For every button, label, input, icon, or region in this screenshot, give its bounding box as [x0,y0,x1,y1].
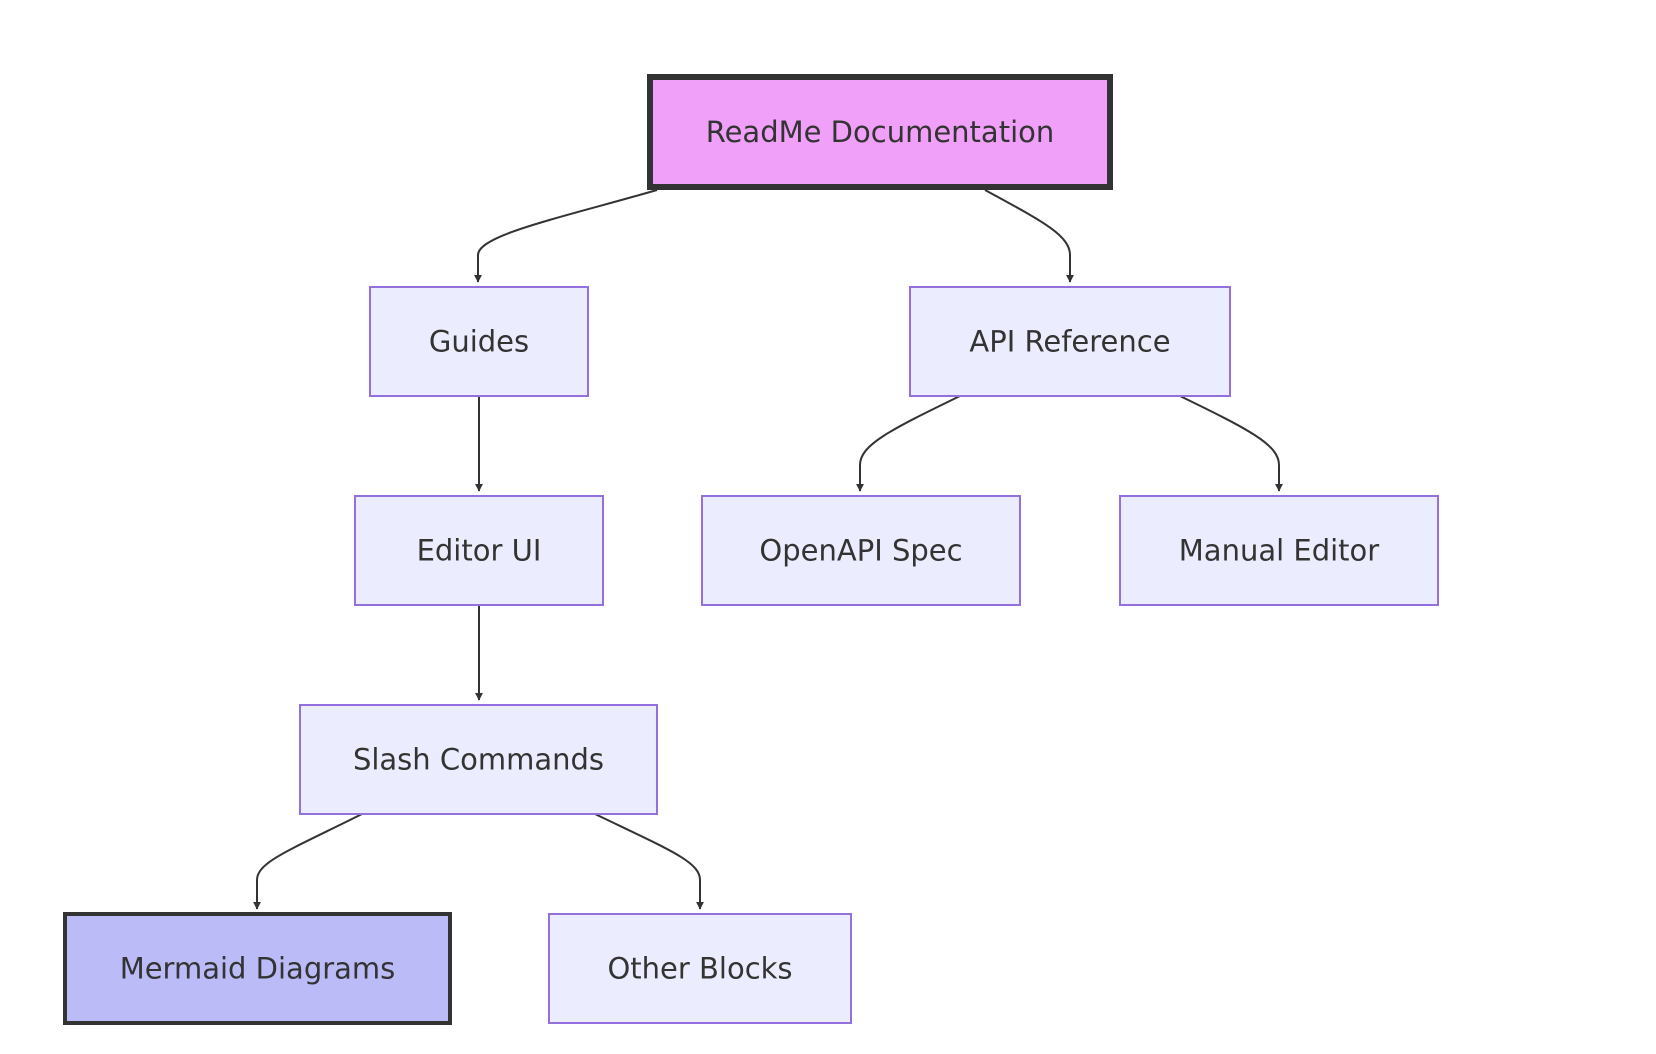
node-box-editor [354,495,604,606]
node-label-manual: Manual Editor [1179,534,1380,568]
edge-slash-to-mermaid [253,813,363,910]
node-label-readme: ReadMe Documentation [706,115,1055,149]
node-slash: Slash Commands [299,704,658,815]
node-label-slash: Slash Commands [353,743,604,777]
node-label-openapi: OpenAPI Spec [759,534,962,568]
node-label-mermaid: Mermaid Diagrams [120,952,396,986]
edges-layer [253,189,1283,910]
edge-api-to-openapi [856,395,961,492]
edge-readme-to-guides [474,189,658,283]
node-api: API Reference [909,286,1231,397]
edge-slash-to-other [594,813,704,910]
node-label-other: Other Blocks [607,952,792,986]
node-mermaid: Mermaid Diagrams [63,912,452,1025]
node-readme: ReadMe Documentation [647,74,1113,190]
node-editor: Editor UI [354,495,604,606]
node-box-slash [299,704,658,815]
node-manual: Manual Editor [1119,495,1439,606]
node-label-editor: Editor UI [417,534,542,568]
node-box-mermaid [63,912,452,1025]
node-box-manual [1119,495,1439,606]
node-guides: Guides [369,286,589,397]
node-other: Other Blocks [548,913,852,1024]
node-label-api: API Reference [969,325,1170,359]
node-box-openapi [701,495,1021,606]
edge-readme-to-api [984,189,1074,283]
node-label-guides: Guides [429,325,529,359]
node-box-guides [369,286,589,397]
node-box-readme [647,74,1113,190]
edge-api-to-manual [1179,395,1283,492]
node-box-api [909,286,1231,397]
node-openapi: OpenAPI Spec [701,495,1021,606]
node-box-other [548,913,852,1024]
